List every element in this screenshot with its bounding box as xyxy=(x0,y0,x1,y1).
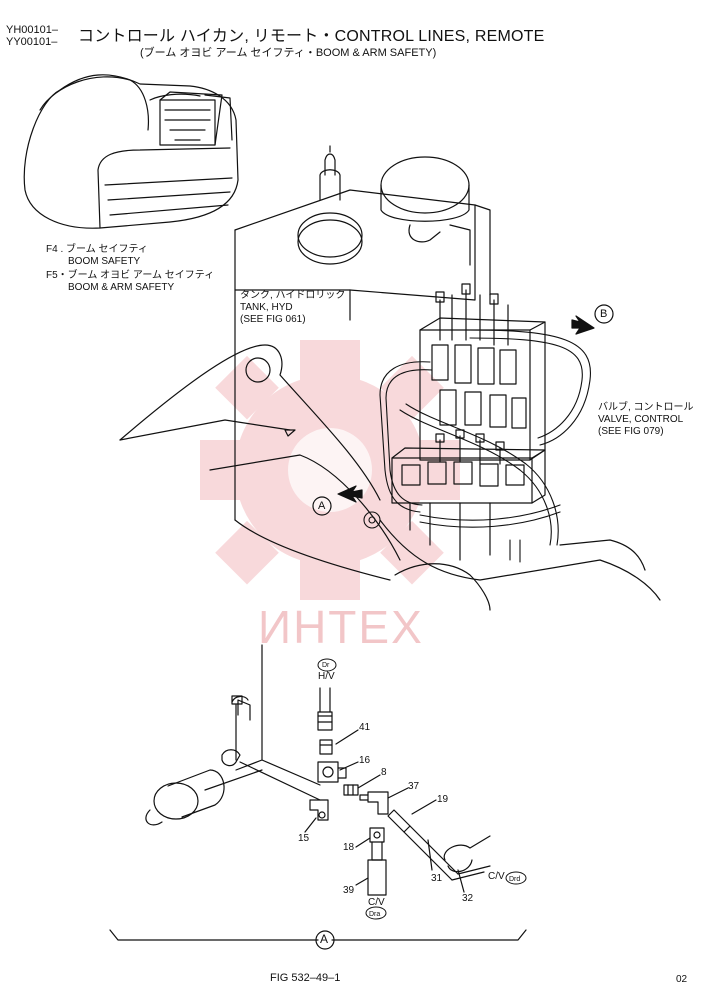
callout-a: A xyxy=(318,500,326,512)
part-number: 31 xyxy=(431,873,443,884)
page-number: 02 xyxy=(676,974,688,985)
callout-b-circle xyxy=(594,304,614,324)
f5-label-jp: F5・ブーム オヨビ アーム セイフティ xyxy=(46,270,215,281)
part-number: 32 xyxy=(462,893,474,904)
hoses xyxy=(363,329,591,563)
watermark-text: ИНТЕХ xyxy=(258,601,424,653)
tank-label-jp: タンク, ハイドロリック xyxy=(240,290,346,301)
frame xyxy=(234,519,661,611)
valve-label-jp: バルブ, コントロール xyxy=(598,402,694,413)
tag-dra: Dra xyxy=(369,911,381,918)
label-cv-right: C/V xyxy=(488,871,505,882)
label-hv: H/V xyxy=(318,671,335,682)
callout-arrows xyxy=(337,315,595,503)
tag-drd: Drd xyxy=(509,876,521,883)
valve-manifold xyxy=(391,429,546,561)
part-number: 8 xyxy=(381,767,387,778)
callout-b: B xyxy=(600,308,608,320)
valve-label-ref: (SEE FIG 079) xyxy=(598,426,664,437)
tank-label-en: TANK, HYD xyxy=(240,302,293,313)
boom xyxy=(119,344,401,561)
part-number: 39 xyxy=(343,885,355,896)
serial-number-2: YY00101– xyxy=(6,36,58,48)
callout-a-circle xyxy=(312,496,332,516)
page-subtitle: (ブーム オヨビ アーム セイフティ・BOOM & ARM SAFETY) xyxy=(140,47,437,59)
part-number: 37 xyxy=(408,781,420,792)
page-title: コントロール ハイカン, リモート・CONTROL LINES, REMOTE xyxy=(78,28,545,45)
bottom-bracket xyxy=(109,929,527,941)
serial-number-1: YH00101– xyxy=(6,24,58,36)
cab-overview xyxy=(23,74,239,229)
tank-label-ref: (SEE FIG 061) xyxy=(240,314,306,325)
part-number: 16 xyxy=(359,755,371,766)
tube-end xyxy=(145,769,263,826)
part-number: 19 xyxy=(437,794,449,805)
f5-label-en: BOOM & ARM SAFETY xyxy=(68,282,175,293)
f4-label-en: BOOM SAFETY xyxy=(68,256,141,267)
cab-frame-detail xyxy=(221,644,321,801)
f4-label-jp: F4 . ブーム セイフティ xyxy=(46,244,148,255)
fittings-assembly xyxy=(304,687,491,896)
part-number: 15 xyxy=(298,833,310,844)
label-cv-bottom: C/V xyxy=(368,897,385,908)
figure-number: FIG 532–49–1 xyxy=(270,972,341,984)
bottom-callout-circle xyxy=(315,930,335,950)
hydraulic-tank xyxy=(234,145,491,521)
bottom-callout-a: A xyxy=(320,932,329,946)
part-number: 18 xyxy=(343,842,355,853)
valve-label-en: VALVE, CONTROL xyxy=(598,414,684,425)
tag-dr: Dr xyxy=(322,662,330,669)
part-number: 41 xyxy=(359,722,371,733)
